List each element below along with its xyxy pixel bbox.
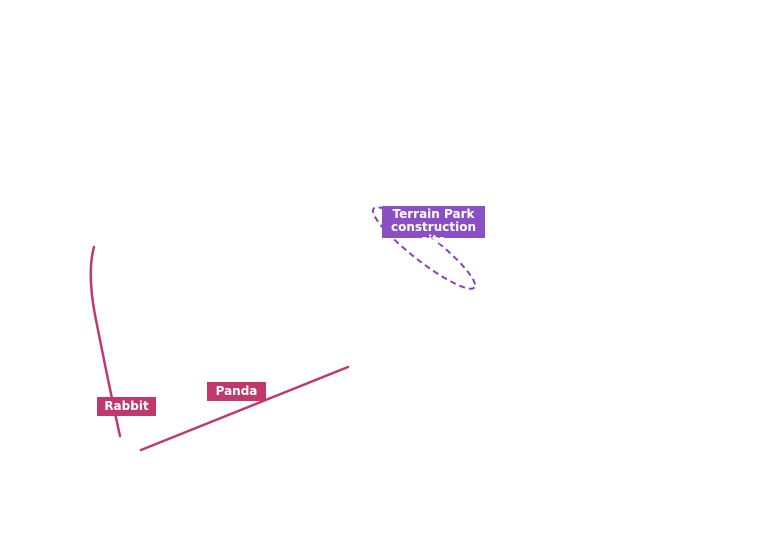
trail-label-panda[interactable]: Panda [207, 382, 266, 401]
trail-label-rabbit[interactable]: Rabbit [97, 397, 156, 416]
zone-label-terrain-park[interactable]: Terrain Park construction site [382, 206, 485, 247]
trail-panda-line[interactable] [139, 365, 350, 452]
